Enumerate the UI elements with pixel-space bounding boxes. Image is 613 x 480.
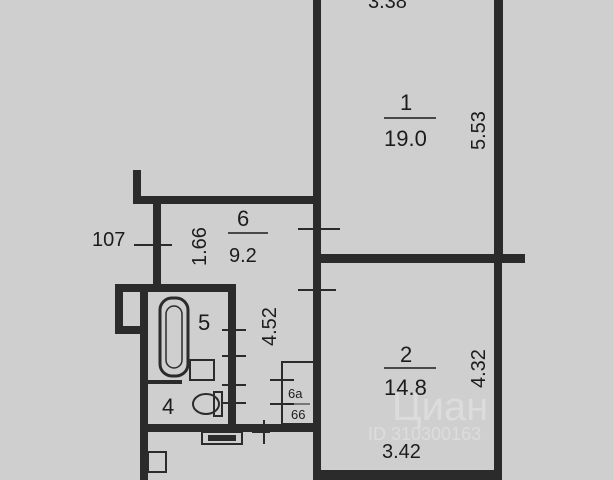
dim-corridor-length: 4.52 [259, 307, 281, 346]
wall-top-corridor [153, 196, 321, 204]
dim-room1-height: 5.53 [468, 111, 490, 150]
dim-room2-width: 3.42 [382, 441, 421, 463]
watermark-id: ID 310300163 [368, 424, 481, 444]
wall-notch-horizontal [133, 196, 161, 204]
wall-bath-bottom [148, 424, 313, 432]
dim-corridor-width: 1.66 [189, 227, 211, 266]
wall-bath-stub [115, 284, 123, 334]
toilet-icon [192, 393, 220, 415]
room1-area: 19.0 [384, 126, 427, 151]
room1-number: 1 [400, 90, 412, 115]
closet-6a-area: 66 [291, 407, 305, 422]
wall-room1-bottom [313, 254, 525, 263]
room6-area: 9.2 [229, 245, 257, 267]
dim-room2-height: 4.32 [468, 349, 490, 388]
wall-wc-divider [148, 380, 182, 384]
washbasin-icon [189, 359, 215, 381]
room5-number: 5 [198, 310, 210, 335]
wall-stub-right [503, 254, 525, 262]
door-marks [134, 228, 340, 444]
sink-inner-icon [208, 435, 236, 441]
wall-room1-left [313, 0, 321, 262]
room2-area: 14.8 [384, 375, 427, 400]
room2-number: 2 [400, 342, 412, 367]
wall-bath-left [140, 284, 148, 480]
room4-number: 4 [162, 394, 174, 419]
wall-room2-right [494, 262, 502, 480]
wall-corridor-left [153, 196, 161, 286]
sink-icon [201, 431, 243, 445]
bathtub-inner-icon [165, 305, 183, 369]
wall-bath-stub-bottom [115, 326, 148, 334]
closet-6a-number: 6a [288, 386, 303, 401]
stove-icon [147, 451, 167, 473]
wall-room2-left [313, 262, 321, 480]
closet-6a-outline [281, 361, 315, 425]
wall-bath-right [228, 284, 236, 424]
wall-notch-vertical [133, 170, 141, 204]
dim-top-width: 3.38 [368, 0, 407, 13]
watermark-brand: Циан [392, 385, 488, 429]
wall-bath-top [115, 284, 236, 292]
wall-room2-bottom [321, 470, 494, 480]
wall-room1-right [494, 0, 503, 262]
bathtub-icon [158, 296, 190, 378]
dim-left-offset: 107 [92, 229, 125, 251]
room6-number: 6 [237, 206, 249, 231]
